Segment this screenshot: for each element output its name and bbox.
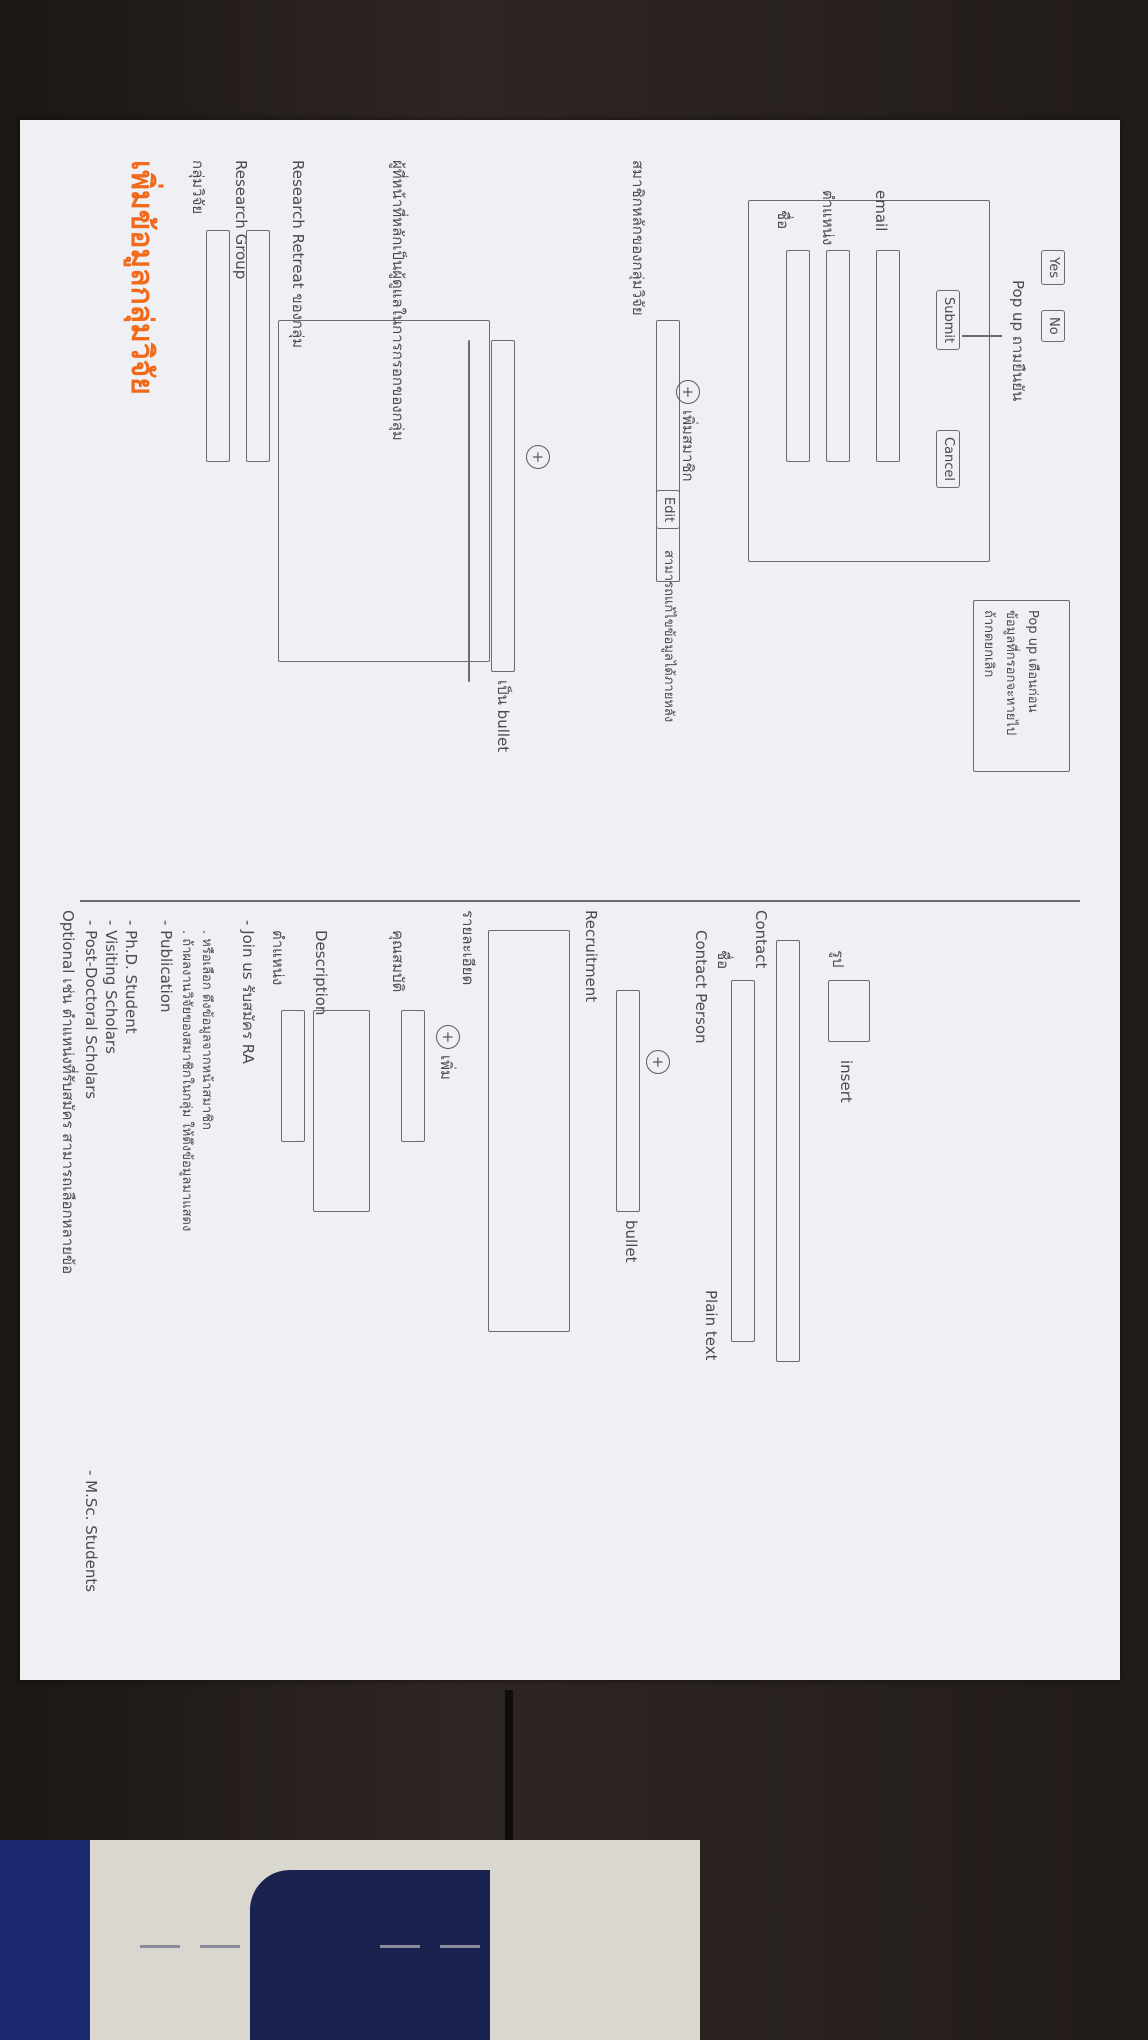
main-fields-input[interactable]	[491, 340, 515, 672]
visiting: - Visiting Scholars	[102, 920, 120, 1054]
members-label: สมาชิกหลักของกลุ่มวิจัย	[629, 160, 647, 316]
edit-note: สามารถแก้ไขข้อมูลได้ภายหลัง	[661, 550, 676, 723]
arrow-line	[962, 335, 1002, 337]
spacer	[468, 340, 470, 682]
ra-description-label: Description	[312, 930, 330, 1016]
divider	[80, 900, 1080, 902]
yes-button[interactable]: Yes	[1041, 250, 1065, 285]
table-gap	[505, 1690, 513, 1890]
postdoc: - Post-Doctoral Scholars	[82, 920, 100, 1100]
pub-note: . ถ้าผลงานวิจัยของสมาชิกในกลุ่ม ให้ดึงข้…	[179, 930, 194, 1232]
form-position-label: ตำแหน่ง	[819, 190, 837, 246]
contact-input[interactable]	[776, 940, 800, 1362]
add-member-note: เพิ่มสมาชิก	[679, 410, 697, 482]
paper-sheet: เพิ่มข้อมูลกลุ่มวิจัย กลุ่มวิจัย Researc…	[20, 120, 1120, 1680]
ra-position-input[interactable]	[281, 1010, 305, 1142]
group-input[interactable]	[206, 230, 230, 462]
ra-description-input[interactable]	[313, 1010, 370, 1212]
ra-add-button[interactable]: +	[436, 1025, 460, 1049]
popup-label: Pop up ถามยืนยัน	[1009, 280, 1027, 402]
ra-qualification-input[interactable]	[401, 1010, 425, 1142]
floor-line	[140, 1945, 180, 1948]
contact-name-label: ชื่อ	[714, 950, 732, 970]
shoe	[0, 1840, 90, 2040]
page-title: เพิ่มข้อมูลกลุ่มวิจัย	[124, 160, 159, 395]
member-form	[748, 200, 990, 562]
ra-qualification-label: คุณสมบัติ	[389, 930, 407, 993]
position-input[interactable]	[826, 250, 850, 462]
main-fields-label: ผู้ที่หน้าที่หลักเป็นผู้ดูแลในการกรอกของ…	[389, 160, 407, 441]
research-group-input[interactable]	[246, 230, 270, 462]
contact-person-label: Contact Person	[692, 930, 710, 1044]
no-button[interactable]: No	[1041, 310, 1065, 342]
image-upload-box[interactable]	[828, 980, 870, 1042]
contact-name-input[interactable]	[731, 980, 755, 1342]
group-label: กลุ่มวิจัย	[189, 160, 207, 215]
name-input[interactable]	[786, 250, 810, 462]
add-member-button[interactable]: +	[676, 380, 700, 404]
phd: - Ph.D. Student	[122, 920, 140, 1034]
edit-button[interactable]: Edit	[656, 490, 680, 530]
floor-line	[440, 1945, 480, 1948]
submit-button[interactable]: Submit	[936, 290, 960, 351]
recruitment-add-button[interactable]: +	[646, 1050, 670, 1074]
recruitment-label: Recruitment	[582, 910, 600, 1003]
image-label: รูป	[829, 950, 847, 968]
add-circle-button[interactable]: +	[526, 445, 550, 469]
ms-students: - M.Sc. Students	[82, 1470, 100, 1593]
retreat-image-box[interactable]	[278, 320, 490, 662]
cancel-button[interactable]: Cancel	[936, 430, 960, 489]
plain-text-note: Plain text	[702, 1290, 720, 1361]
details-label: รายละเอียด	[459, 910, 477, 986]
wireframe-content: เพิ่มข้อมูลกลุ่มวิจัย กลุ่มวิจัย Researc…	[30, 130, 1110, 1670]
floor-line	[380, 1945, 420, 1948]
cancel-note: ถ้ากดยกเลิก	[981, 610, 996, 678]
insert-note: insert	[837, 1060, 855, 1103]
optional-line: Optional เช่น ตำแหน่งที่รับสมัคร สามารถเ…	[59, 910, 77, 1275]
shoe	[250, 1870, 490, 2040]
details-input[interactable]	[488, 930, 570, 1332]
email-input[interactable]	[876, 250, 900, 462]
form-email-label: email	[872, 190, 890, 232]
recruitment-input[interactable]	[616, 990, 640, 1212]
join-us: - Join us รับสมัคร RA	[239, 920, 257, 1064]
floor-line	[200, 1945, 240, 1948]
contact-label: Contact	[752, 910, 770, 969]
ra-add-note: เพิ่ม	[437, 1055, 455, 1080]
ra-position-label: ตำแหน่ง	[269, 930, 287, 986]
pub-note: . หรือเลือก ดึงข้อมูลจากหน้าสมาชิก	[199, 930, 214, 1130]
bullet-note: bullet	[622, 1220, 640, 1263]
cancel-note: ข้อมูลที่กรอกจะหายไป	[1003, 610, 1018, 736]
form-name-label: ชื่อ	[774, 210, 792, 230]
bullet-label: เป็น bullet	[494, 680, 512, 753]
publication: - Publication	[157, 920, 175, 1013]
cancel-note: Pop up เตือนก่อน	[1025, 610, 1040, 713]
